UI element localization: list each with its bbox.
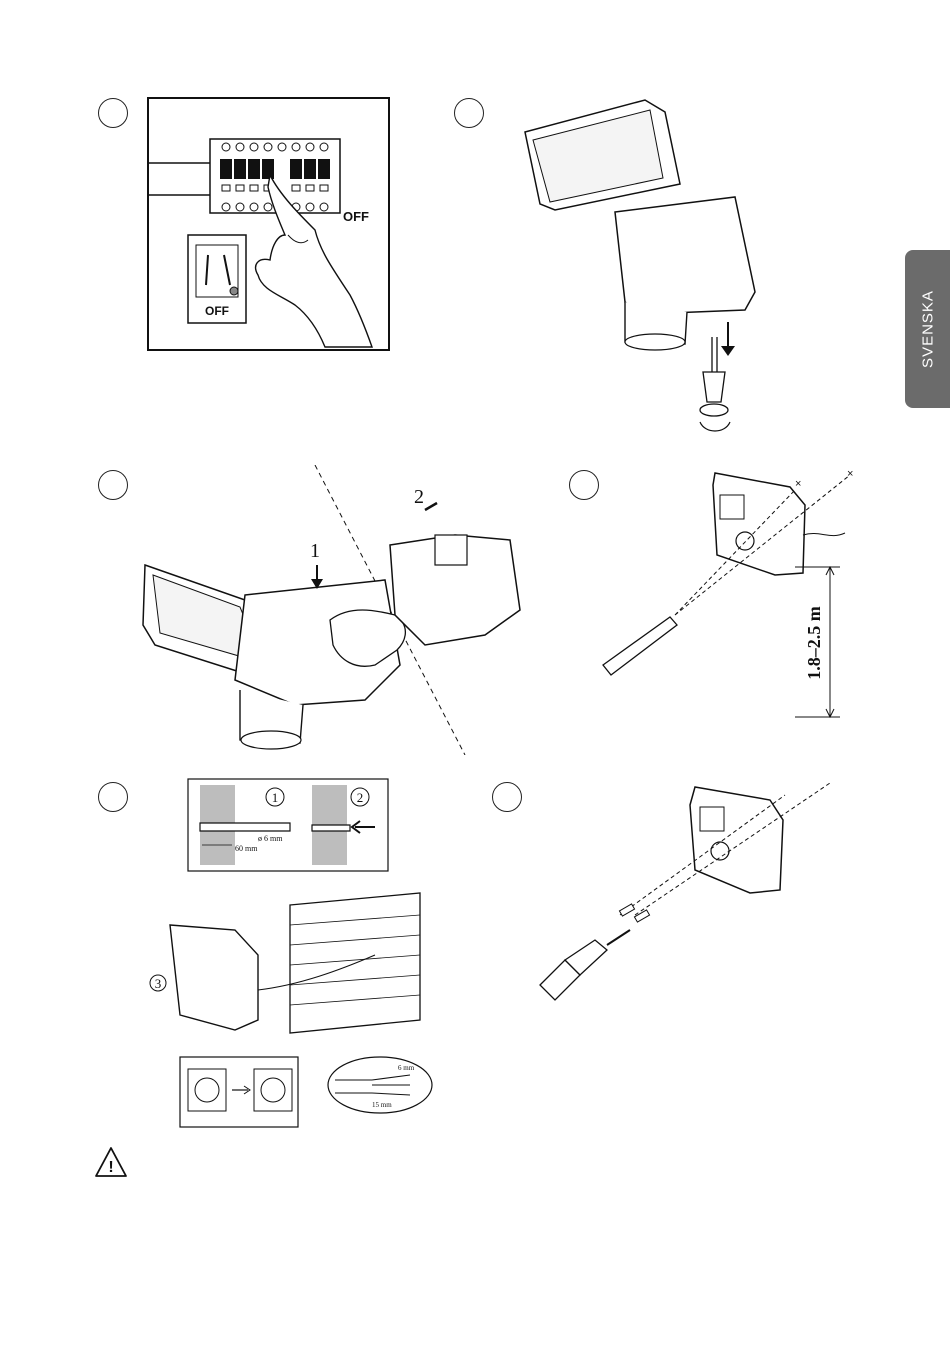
- svg-text:×: ×: [795, 478, 801, 490]
- step-3-illustration: 1 2: [135, 465, 530, 755]
- language-tab: SVENSKA: [905, 250, 950, 408]
- mounting-height-label: 1.8–2.5 m: [804, 606, 824, 680]
- language-tab-label: SVENSKA: [919, 290, 936, 368]
- step-3-callout-1: 1: [310, 540, 320, 562]
- switch-off-label: OFF: [205, 304, 229, 318]
- strip-length-long: 15 mm: [372, 1101, 392, 1109]
- step-1-illustration: OFF OFF: [140, 95, 395, 355]
- step-6-illustration: [525, 775, 845, 1020]
- drill-diameter-label: ø 6 mm: [258, 834, 283, 843]
- panel-off-label: OFF: [343, 209, 369, 224]
- step-2-illustration: [515, 92, 780, 442]
- drill-depth-label: 60 mm: [235, 844, 258, 853]
- drill-callout-1: 1: [272, 790, 279, 805]
- warning-symbol: !: [108, 1159, 113, 1176]
- step-3-callout-2: 2: [414, 486, 424, 508]
- step-2-marker: [454, 98, 484, 128]
- step-5-marker: [98, 782, 128, 812]
- step-5-illustration: 1 2 ø 6 mm 60 mm 3 6 mm 15 mm: [140, 775, 440, 1130]
- step-6-marker: [492, 782, 522, 812]
- strip-length-short: 6 mm: [398, 1064, 415, 1072]
- drill-callout-2: 2: [357, 790, 364, 805]
- step-4-illustration: × × 1.8–2.5 m: [595, 465, 865, 725]
- svg-text:×: ×: [847, 468, 853, 480]
- warning-icon: !: [94, 1146, 128, 1178]
- step-1-marker: [98, 98, 128, 128]
- wiring-callout-3: 3: [155, 976, 162, 991]
- step-3-marker: [98, 470, 128, 500]
